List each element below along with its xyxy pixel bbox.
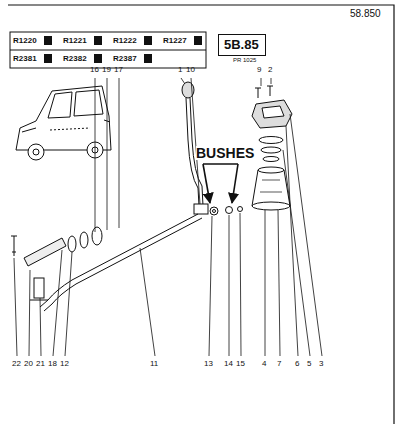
callout-number: 16: [90, 66, 99, 74]
model-code: R2387: [113, 55, 137, 63]
lever-housing-parts: [252, 86, 292, 210]
bushes-pointer: [203, 164, 238, 203]
callout-number: 10: [186, 66, 195, 74]
callout-number: 13: [204, 360, 213, 368]
model-code: R1222: [113, 37, 137, 45]
model-table: [10, 32, 206, 68]
handwritten-note: BUSHES: [196, 146, 254, 160]
callout-number: 19: [102, 66, 111, 74]
callout-number: 6: [295, 360, 299, 368]
page-reference-box: 5B.85PR 1025: [218, 34, 266, 56]
callout-number: 12: [60, 360, 69, 368]
table-rule: [10, 50, 206, 51]
model-code: R1227: [163, 37, 187, 45]
part-reference: PR 1025: [233, 57, 256, 63]
callout-number: 2: [268, 66, 272, 74]
callout-number: 22: [12, 360, 21, 368]
leader-lines: [14, 78, 322, 356]
model-code: R1220: [13, 37, 37, 45]
model-code: R1221: [63, 37, 87, 45]
sheet-number: 58.850: [350, 9, 381, 19]
callout-number: 14: [224, 360, 233, 368]
callout-number: 15: [236, 360, 245, 368]
callout-number: 4: [262, 360, 266, 368]
callout-number: 20: [24, 360, 33, 368]
callout-number: 7: [277, 360, 281, 368]
model-icons: [44, 36, 202, 63]
callout-number: 18: [48, 360, 57, 368]
callout-number: 5: [307, 360, 311, 368]
callout-number: 11: [150, 360, 158, 368]
callout-number: 3: [319, 360, 323, 368]
callout-number: 21: [36, 360, 45, 368]
car-illustration: [16, 86, 111, 160]
bush-parts: [210, 207, 243, 216]
model-code: R2382: [63, 55, 87, 63]
page-reference: 5B.85: [219, 35, 265, 54]
model-code: R2381: [13, 55, 37, 63]
callout-number: 17: [114, 66, 123, 74]
rod-end-parts: [11, 227, 102, 300]
linkage-rod: [40, 214, 202, 311]
callout-number: 1: [178, 66, 182, 74]
page-frame: [8, 5, 394, 424]
callout-number: 9: [257, 66, 261, 74]
